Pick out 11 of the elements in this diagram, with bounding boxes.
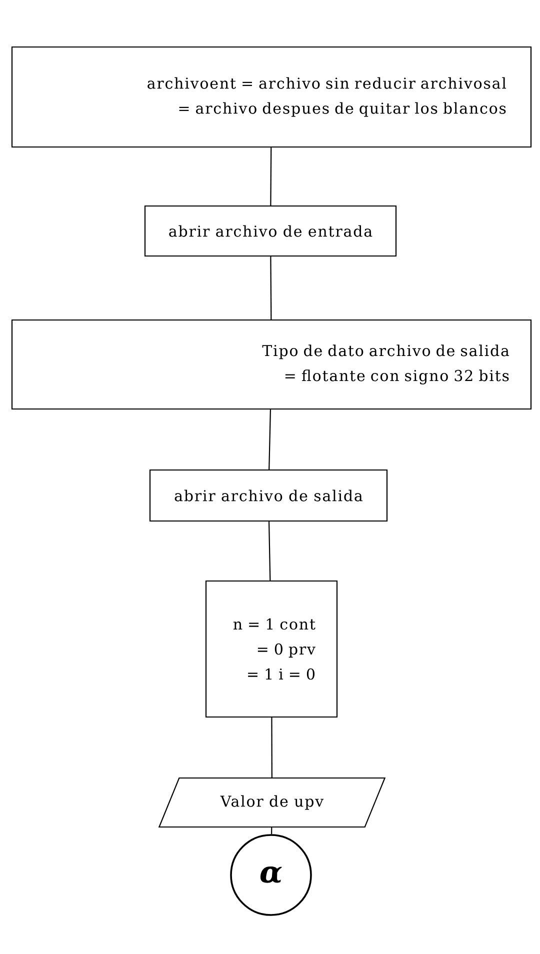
connector-line: [270, 148, 272, 206]
process-box: Tipo de dato archivo de salida = flotante con signo 32 bits: [11, 319, 532, 410]
process-box: abrir archivo de salida: [149, 469, 388, 522]
process-box: n = 1 cont = 0 prv = 1 i = 0: [205, 580, 338, 718]
connector-line: [268, 410, 272, 470]
connector-line: [268, 522, 271, 580]
process-box: archivoent = archivo sin reducir archivosal = archivo despues de quitar los blancos: [11, 46, 532, 148]
connector-line: [271, 718, 272, 778]
connector-line: [270, 256, 272, 320]
connector-line: [271, 828, 272, 834]
process-box: abrir archivo de entrada: [144, 205, 397, 257]
